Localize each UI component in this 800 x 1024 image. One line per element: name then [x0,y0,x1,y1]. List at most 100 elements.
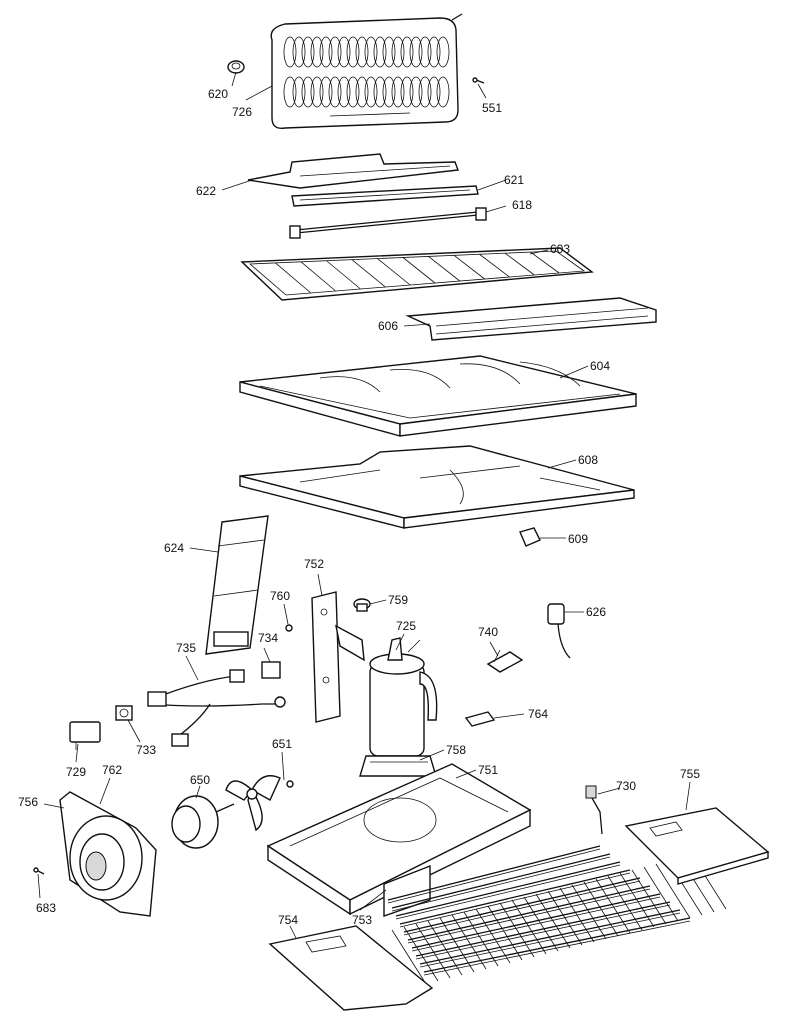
coil-loop [337,36,351,68]
coil-loop [409,36,423,68]
coil-loop [364,36,378,68]
coil-loop [436,36,450,68]
shelf-603 [240,247,594,301]
grommet-620 [227,60,245,74]
leader-lines [37,71,691,939]
condenser-rod [643,866,679,922]
coil-loop [391,36,405,68]
condenser-tube [415,904,671,960]
condenser-rod [583,881,619,937]
label-622: 622 [196,184,216,198]
bracket-753 [383,864,431,917]
label-729: 729 [66,765,86,779]
coil-loop [355,36,369,68]
coil-loop [346,76,360,108]
condenser-rod [547,890,583,946]
coil-loop [355,76,369,108]
relay-734 [261,661,281,679]
relay-740 [486,649,524,673]
condenser-rod [607,875,643,931]
condenser-rod [427,920,463,976]
label-626: 626 [586,605,606,619]
label-651: 651 [272,737,292,751]
condenser-rod [475,908,511,964]
coil-loop [283,76,297,108]
coil-loop [382,76,396,108]
label-621: 621 [504,173,524,187]
condenser-rod [595,878,631,934]
label-759: 759 [388,593,408,607]
mount-758 [359,755,437,777]
coil-loop [319,76,333,108]
shelf-wire [326,260,361,290]
coil-loop [337,76,351,108]
coil-loop [292,36,306,68]
condenser-tube [387,848,601,904]
coil-loop [328,76,342,108]
clip-609 [519,527,541,547]
coil-loop [292,76,306,108]
coil-loop [346,36,360,68]
capacitor-733 [115,705,133,721]
shelf-wire [402,257,436,284]
coil-loop [382,36,396,68]
thermostat-626 [547,603,571,659]
condenser-rod [511,899,547,955]
label-624: 624 [164,541,184,555]
label-604: 604 [590,359,610,373]
label-734: 734 [258,631,278,645]
coil-loop [373,76,387,108]
condenser-tube [399,872,631,928]
condenser-rod [439,917,475,973]
condenser-rod [415,923,451,979]
label-764: 764 [528,707,548,721]
coil-loop [391,76,405,108]
label-754: 754 [278,913,298,927]
shelf-wire [377,258,411,286]
label-608: 608 [578,453,598,467]
label-618: 618 [512,198,532,212]
heater-618 [289,207,487,239]
coil-loop [301,76,315,108]
label-758: 758 [446,743,466,757]
label-733: 733 [136,743,156,757]
condenser-tube [407,888,651,944]
coil-loop [400,76,414,108]
label-760: 760 [270,589,290,603]
condenser-tube [387,845,601,901]
motor-650 [171,795,235,849]
coil-loop [373,36,387,68]
coil-loop [400,36,414,68]
shelf-wire [351,259,386,288]
plug-729 [69,721,101,750]
tray-606 [405,297,657,341]
condenser-tube [403,880,641,936]
pan-604 [239,355,637,437]
label-740: 740 [478,625,498,639]
screw-760 [285,624,293,632]
condenser-730 [387,785,727,985]
shelf-wire [428,256,461,282]
part-labels: 620 726 551 622 621 618 603 606 604 608 … [18,87,700,927]
coil-loop [427,76,441,108]
condenser-rod [499,902,535,958]
label-620: 620 [208,87,228,101]
coil-loop [427,36,441,68]
screw-683 [33,867,45,875]
condenser-rod [391,929,427,985]
bar-621 [291,185,479,207]
coil-loop [436,76,450,108]
clip-764 [464,711,496,727]
condenser-rod [451,914,487,970]
screw-551 [472,77,485,84]
label-606: 606 [378,319,398,333]
label-609: 609 [568,532,588,546]
label-762: 762 [102,763,122,777]
label-725: 725 [396,619,416,633]
harness-735 [147,669,286,747]
label-752: 752 [304,557,324,571]
coil-loop [319,36,333,68]
shelf-wire [504,252,535,276]
condenser-tube [391,856,611,912]
